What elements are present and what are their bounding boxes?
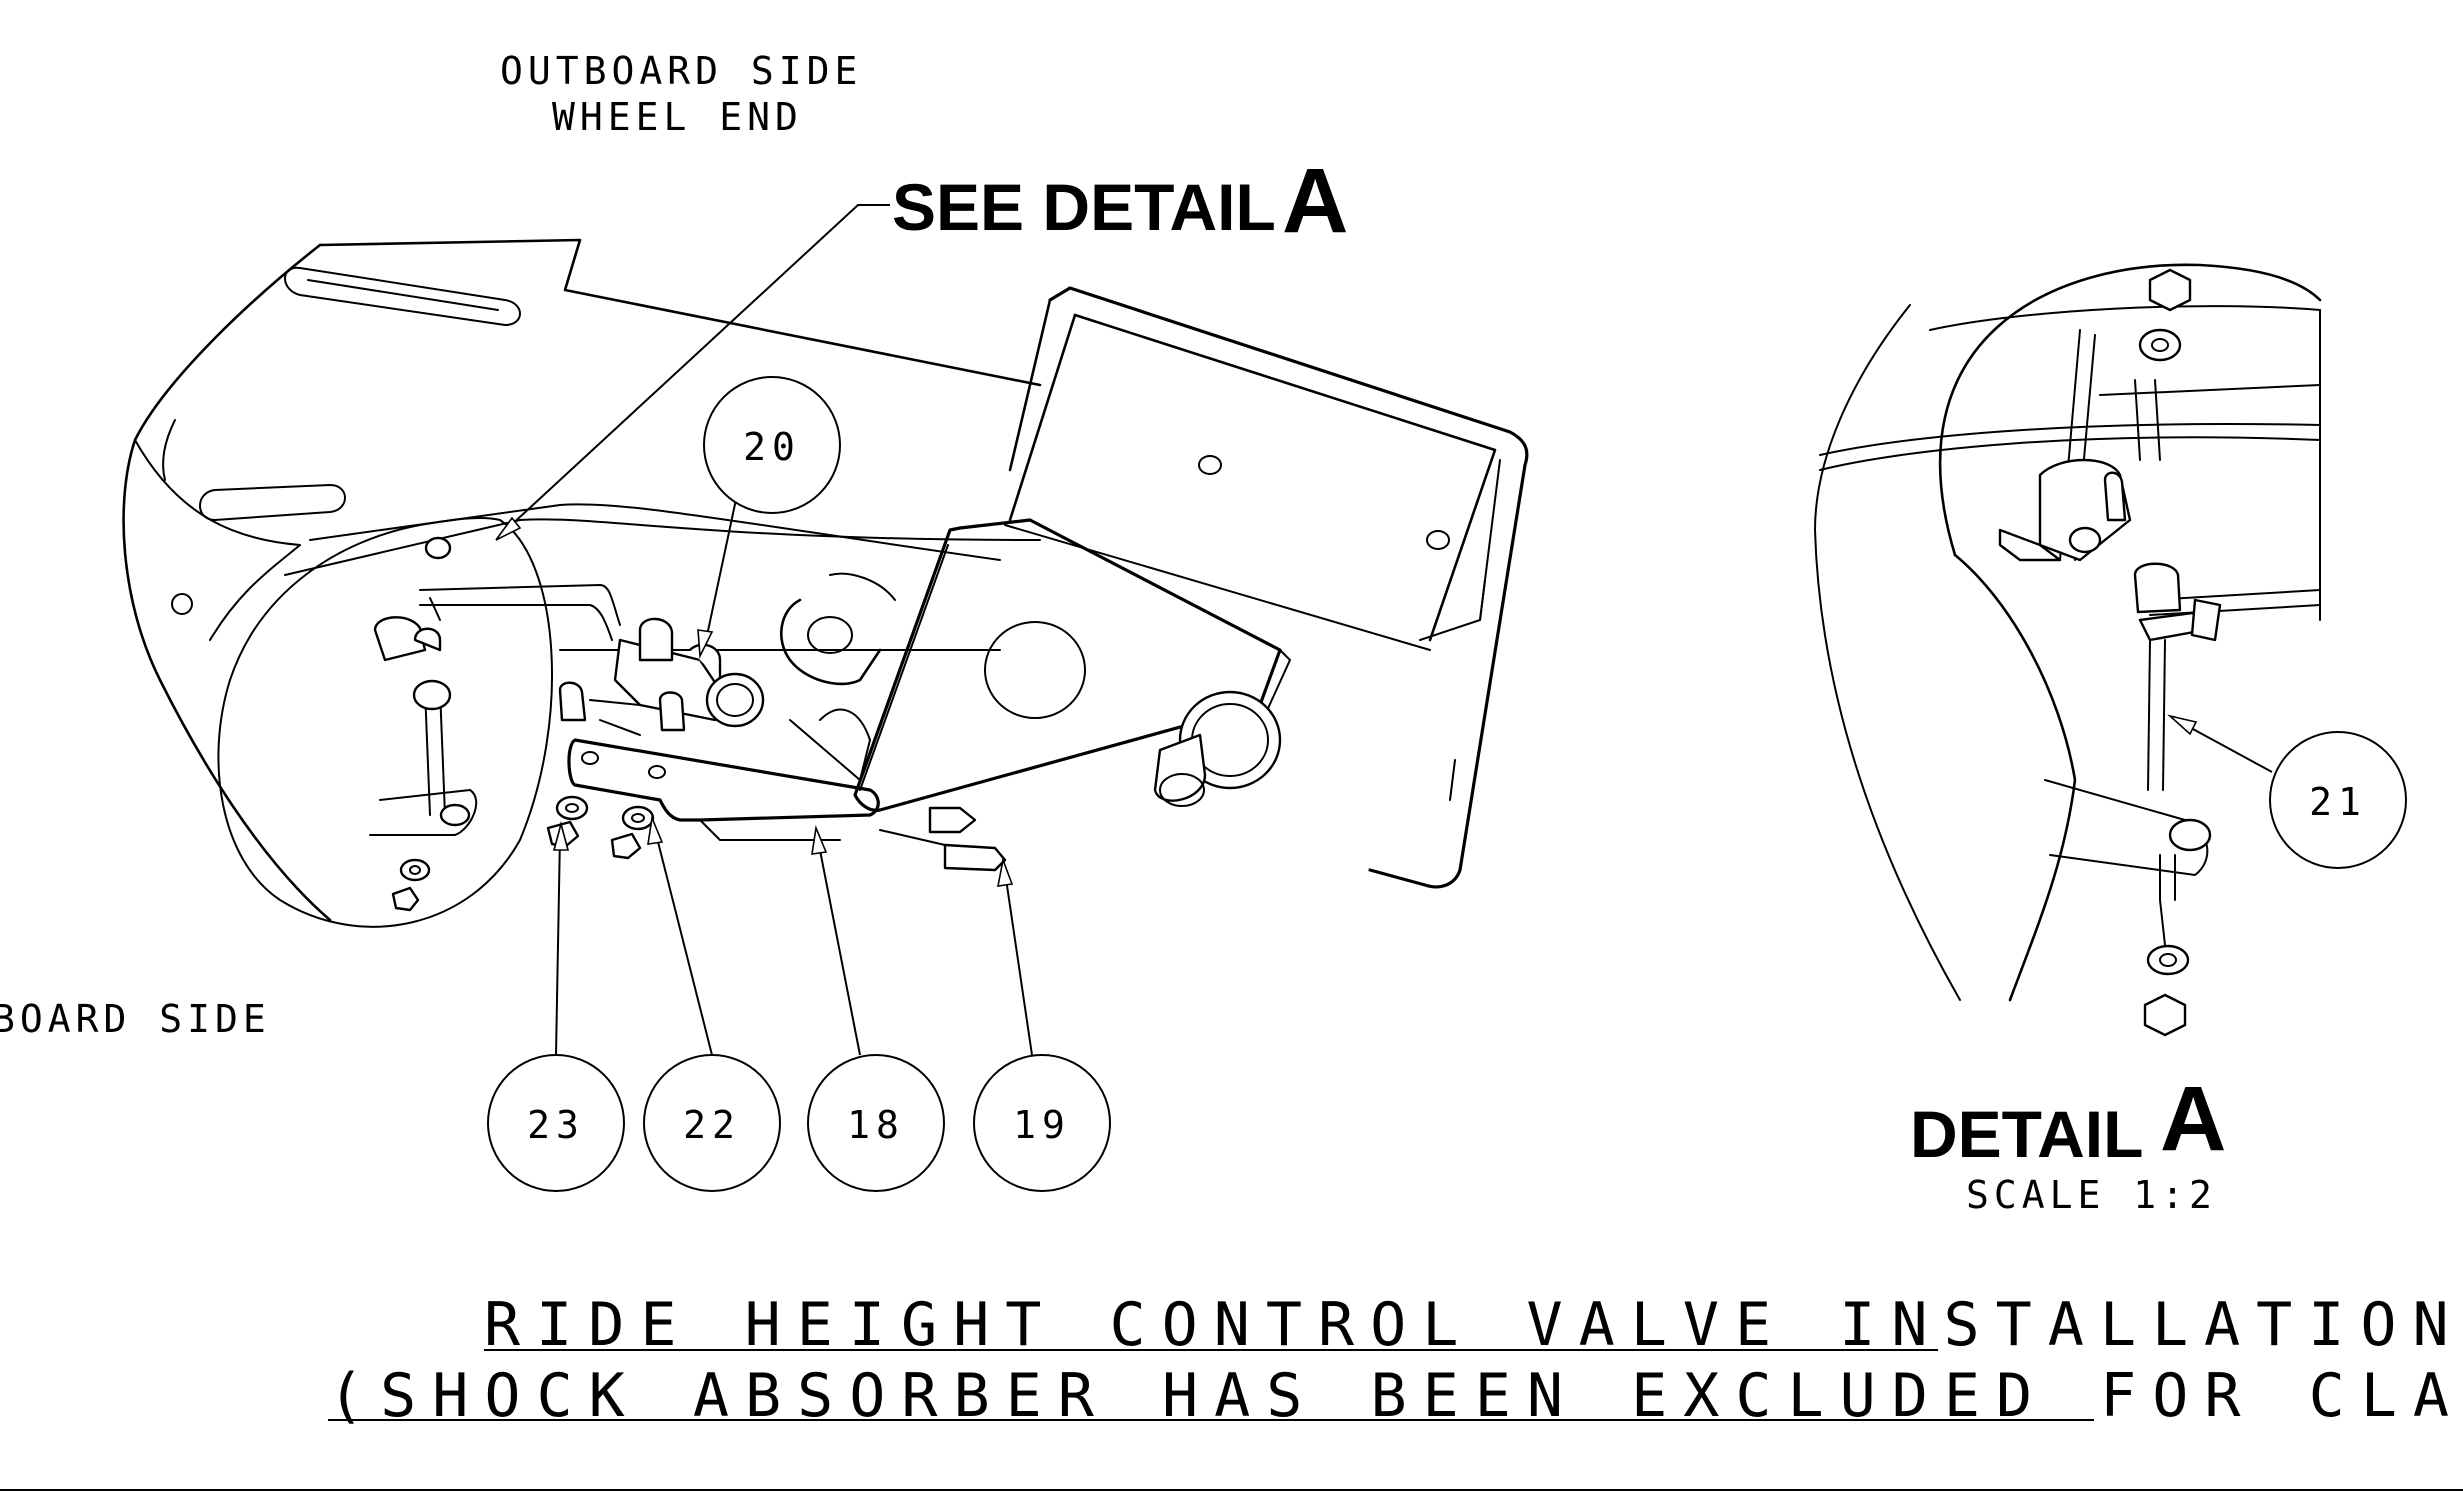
wheel-end-label: WHEEL END — [552, 95, 803, 139]
detail-a-letter: A — [2160, 1068, 2226, 1170]
leader-lines — [495, 204, 2273, 1056]
balloon-18: 18 — [807, 1054, 945, 1192]
balloon-23-label: 23 — [527, 1103, 585, 1147]
balloon-23: 23 — [487, 1054, 625, 1192]
see-detail-label: SEE DETAIL — [892, 170, 1276, 244]
air-spring-bracket — [1004, 286, 1529, 889]
balloon-22: 22 — [643, 1054, 781, 1192]
balloon-22-label: 22 — [683, 1103, 741, 1147]
balloon-19-label: 19 — [1013, 1103, 1071, 1147]
front-mount-plate — [853, 518, 1291, 812]
valve-mounting-bracket — [567, 738, 880, 841]
balloon-21-label: 21 — [2309, 780, 2367, 824]
balloon-18-label: 18 — [847, 1103, 905, 1147]
detail-a-view — [1814, 263, 2322, 1037]
see-detail-letter: A — [1282, 150, 1348, 252]
balloon-20-label: 20 — [743, 425, 801, 469]
inboard-side-label: BOARD SIDE — [0, 997, 271, 1041]
balloon-21: 21 — [2269, 731, 2407, 869]
outboard-side-label: OUTBOARD SIDE — [500, 49, 862, 93]
detail-a-title: DETAIL — [1910, 1097, 2143, 1171]
valve-hardware — [546, 795, 655, 860]
pivot-bushing — [780, 572, 896, 781]
main-assembly-view — [122, 238, 1529, 928]
height-control-valve — [558, 617, 765, 736]
balloon-19: 19 — [973, 1054, 1111, 1192]
balloon-20: 20 — [703, 376, 841, 514]
air-spring-nut — [1153, 690, 1282, 807]
trailing-arm-beam — [122, 238, 1042, 922]
detail-a-boundary — [217, 516, 553, 928]
linkage-assembly — [369, 536, 621, 912]
mounting-bolt — [879, 806, 1007, 872]
detail-scale-label: SCALE 1:2 — [1966, 1173, 2217, 1217]
drawing-title-line1: RIDE HEIGHT CONTROL VALVE INSTALLATION — [484, 1290, 2463, 1360]
